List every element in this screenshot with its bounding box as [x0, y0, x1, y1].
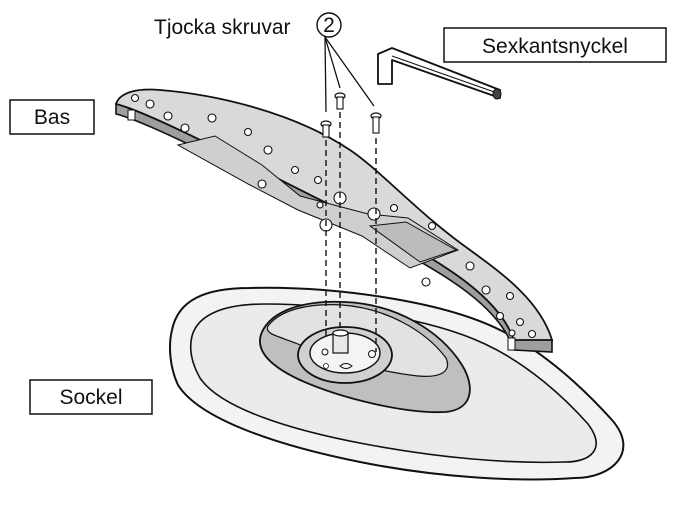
screws-label-text: Tjocka skruvar — [154, 16, 291, 39]
base-label-box — [9, 99, 95, 135]
stand-post-top — [332, 329, 349, 337]
screw-icon — [370, 112, 382, 134]
base-plate-top — [114, 88, 554, 341]
screw-icon — [334, 92, 346, 110]
base-label-text: Bas — [34, 106, 70, 129]
stand-label-text: Sockel — [59, 386, 122, 409]
base-plate-tab — [507, 337, 516, 351]
base-plate-tab — [127, 109, 136, 121]
hex-key-label: Sexkantsnyckel — [443, 27, 667, 63]
base-plate-recess — [368, 221, 458, 263]
stand — [169, 286, 625, 481]
hex-key-label-box — [443, 27, 667, 63]
stand-screw-hole — [368, 350, 376, 358]
hex-key-label-text: Sexkantsnyckel — [482, 35, 628, 58]
base-plate — [114, 88, 554, 353]
stand-socket-detail — [339, 363, 353, 369]
screw-icon — [320, 120, 332, 138]
screws-count: 2 — [323, 14, 335, 37]
alignment-lines — [325, 112, 377, 352]
stand-socket-hole — [323, 363, 329, 369]
hex-key-icon — [377, 47, 502, 100]
stand-label-box — [29, 379, 153, 415]
base-label: Bas — [9, 99, 95, 135]
screws-label: Tjocka skruvar 2 — [154, 12, 342, 39]
stand-label: Sockel — [29, 379, 153, 415]
stand-screw-hole — [321, 348, 329, 356]
circled-number-icon — [316, 12, 342, 38]
base-plate-holes — [130, 93, 537, 339]
screw-pointer-lines — [324, 36, 375, 113]
